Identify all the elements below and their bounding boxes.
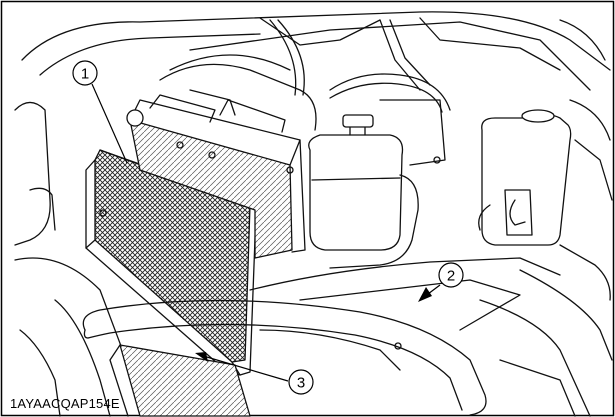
leader-line-1 <box>91 83 128 164</box>
hood-outline <box>21 11 611 91</box>
callout-number: 3 <box>297 375 305 392</box>
callout-number: 2 <box>447 268 455 285</box>
right-fender <box>479 99 613 417</box>
callout-1: 1 <box>72 60 98 86</box>
upper-hoses <box>269 19 451 166</box>
washer-tank <box>478 109 572 246</box>
leader-arrowhead-3 <box>195 352 208 362</box>
engine-tray <box>249 257 561 371</box>
leader-arrowhead-2 <box>418 287 432 302</box>
coolant-reservoir <box>308 114 419 269</box>
fan-shroud <box>126 54 317 131</box>
lower-grille <box>109 344 251 417</box>
callout-number: 1 <box>81 66 89 83</box>
foreground-pipe <box>82 299 487 416</box>
leader-line-3 <box>199 354 289 382</box>
figure-id-code: 1AYAACQAP154E <box>10 396 120 411</box>
radiator-core <box>129 94 306 259</box>
fasteners <box>99 141 441 350</box>
callout-2: 2 <box>438 262 464 288</box>
left-fender <box>14 101 151 417</box>
callout-3: 3 <box>288 369 314 395</box>
